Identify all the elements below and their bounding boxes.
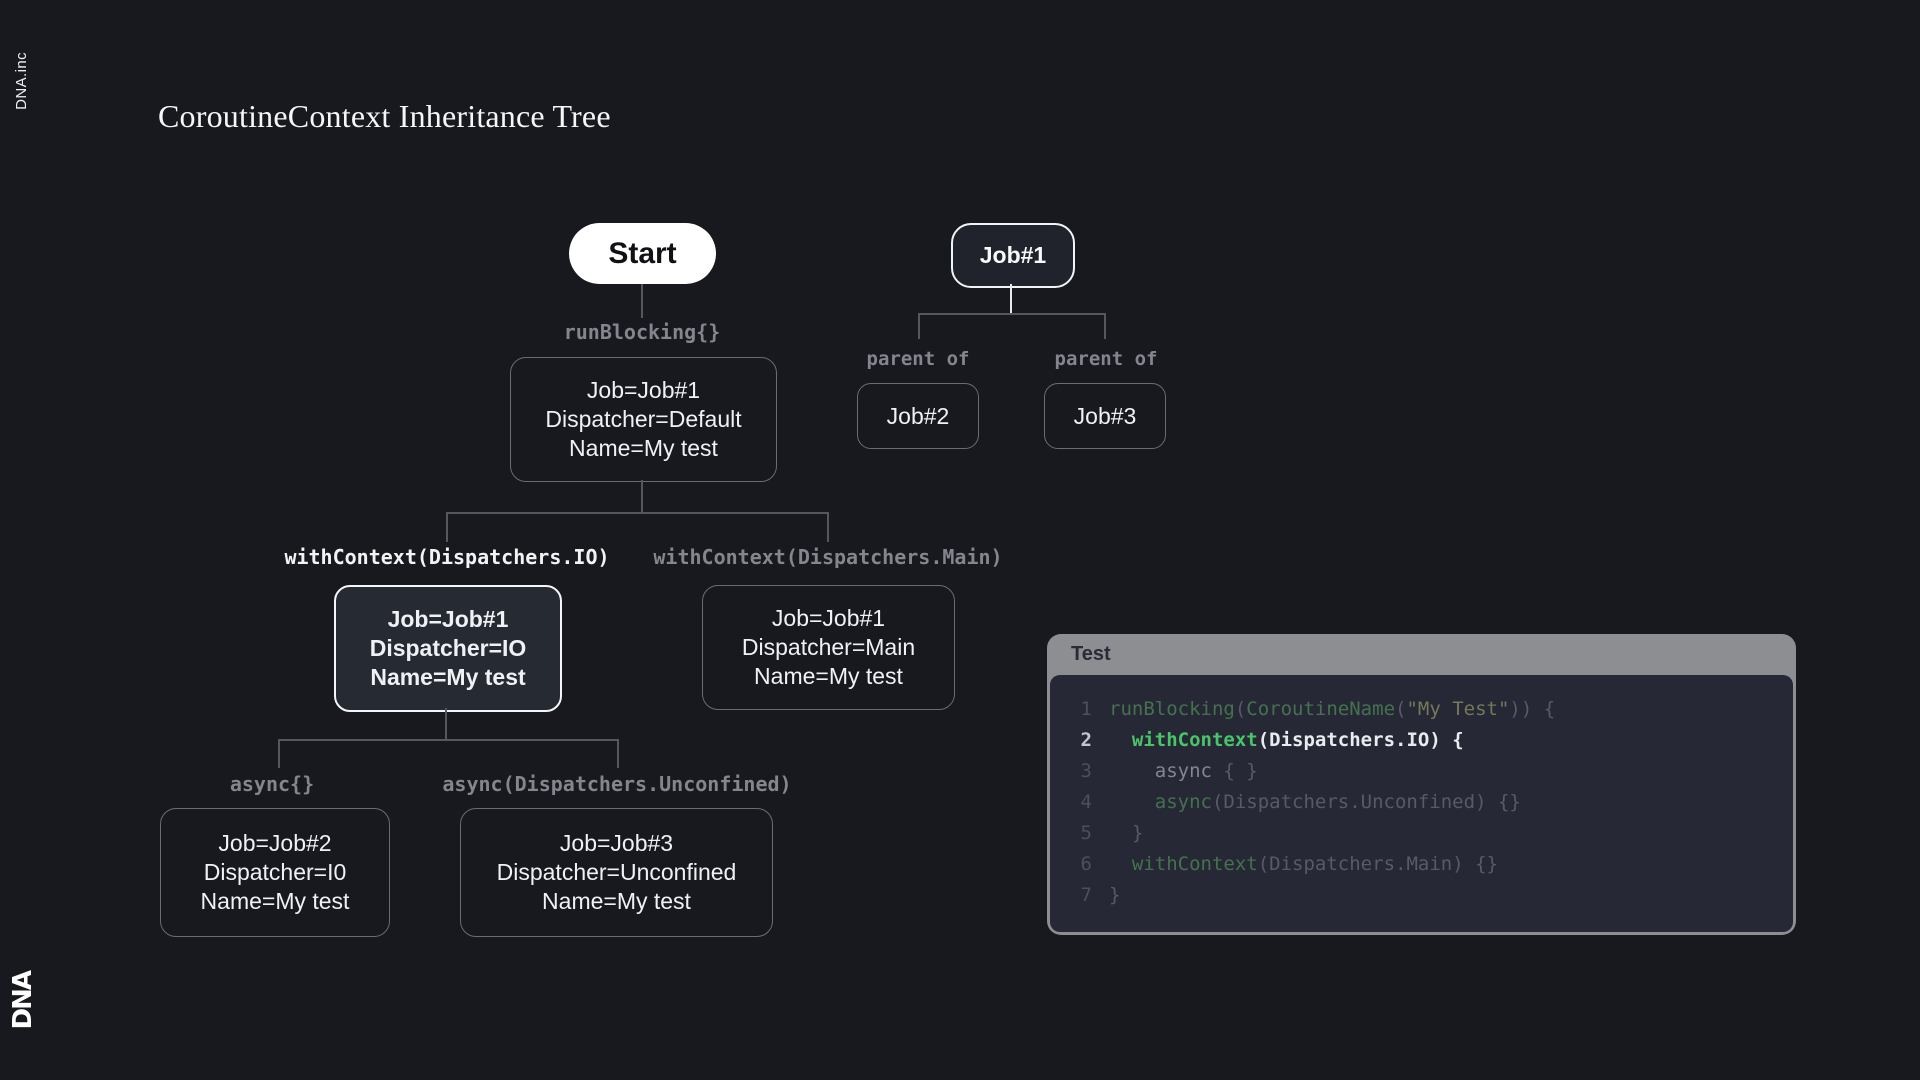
line-number: 3 (1080, 760, 1092, 782)
job2-context-line: Dispatcher=I0 (203, 859, 347, 885)
job3-context-line: Name=My test (542, 888, 691, 914)
job2-node-label: Job#2 (886, 402, 950, 429)
parent-of-right-label: parent of (1054, 348, 1158, 370)
start-node: Start (569, 223, 716, 284)
code-text: } (1131, 822, 1144, 844)
job3-context-line: Dispatcher=Unconfined (496, 859, 737, 885)
job2-node: Job#2 (857, 383, 979, 449)
connector-job1-split (918, 313, 1106, 315)
brand-vertical-text: DNA.inc (13, 52, 30, 110)
main-context-line: Dispatcher=Main (741, 634, 916, 660)
root-context-line: Name=My test (569, 435, 718, 461)
async-label: async{} (229, 772, 315, 796)
line-number: 5 (1080, 822, 1092, 844)
code-line: 1 runBlocking(CoroutineName("My Test")) { (1050, 694, 1793, 725)
brand-logo: DNA (8, 972, 38, 1030)
io-context-line: Name=My test (370, 664, 526, 690)
job3-node-label: Job#3 (1073, 402, 1137, 429)
root-context-line: Dispatcher=Default (545, 406, 742, 432)
code-line: 6 withContext(Dispatchers.Main) {} (1050, 849, 1793, 880)
root-context-box: Job=Job#1 Dispatcher=Default Name=My tes… (510, 357, 777, 482)
code-panel-header: Test (1047, 634, 1796, 675)
job3-context-box: Job=Job#3 Dispatcher=Unconfined Name=My … (460, 808, 773, 937)
job2-context-line: Job=Job#2 (218, 830, 332, 856)
connector-job1-right-stub (1104, 313, 1106, 339)
io-context-line: Job=Job#1 (387, 606, 509, 632)
connector-start-down (641, 284, 643, 318)
job1-node-label: Job#1 (979, 242, 1047, 268)
code-panel: Test 1 runBlocking(CoroutineName("My Test… (1047, 634, 1796, 935)
job2-context-line: Name=My test (200, 888, 350, 914)
line-number: 2 (1080, 729, 1092, 751)
connector-root-left-stub (446, 512, 448, 542)
connector-io-left-stub (278, 739, 280, 768)
code-line: 7} (1050, 880, 1793, 911)
code-line: 5 } (1050, 818, 1793, 849)
connector-job1-down (1010, 284, 1012, 314)
code-text: withContext(Dispatchers.IO) { (1131, 729, 1464, 751)
async-unconfined-label: async(Dispatchers.Unconfined) (442, 772, 792, 796)
code-text: async(Dispatchers.Unconfined) {} (1154, 791, 1521, 813)
page-title: CoroutineContext Inheritance Tree (158, 98, 611, 134)
job3-context-line: Job=Job#3 (559, 830, 674, 856)
code-lines: 1 runBlocking(CoroutineName("My Test")) {… (1050, 694, 1793, 911)
connector-root-split (446, 512, 829, 514)
job2-context-box: Job=Job#2 Dispatcher=I0 Name=My test (160, 808, 390, 937)
code-text: } (1109, 884, 1121, 906)
main-context-line: Name=My test (754, 663, 903, 689)
main-context-line: Job=Job#1 (771, 605, 886, 631)
code-editor: 1 runBlocking(CoroutineName("My Test")) {… (1050, 675, 1793, 932)
runblocking-label: runBlocking{} (563, 320, 721, 344)
connector-io-down (445, 708, 447, 740)
main-context-box: Job=Job#1 Dispatcher=Main Name=My test (702, 585, 955, 710)
job1-node: Job#1 (951, 223, 1075, 288)
code-line: 4 async(Dispatchers.Unconfined) {} (1050, 787, 1793, 818)
code-text: runBlocking(CoroutineName("My Test")) { (1109, 698, 1556, 720)
root-context-line: Job=Job#1 (586, 377, 701, 403)
line-number: 7 (1080, 884, 1092, 906)
withcontext-main-label: withContext(Dispatchers.Main) (653, 545, 1003, 569)
code-panel-title: Test (1071, 643, 1111, 665)
io-context-line: Dispatcher=IO (369, 635, 527, 661)
parent-of-left-label: parent of (866, 348, 970, 370)
connector-root-down (641, 480, 643, 513)
withcontext-io-label: withContext(Dispatchers.IO) (284, 545, 610, 569)
line-number: 1 (1080, 698, 1092, 720)
connector-io-right-stub (617, 739, 619, 768)
line-number: 4 (1080, 791, 1092, 813)
code-line: 3 async { } (1050, 756, 1793, 787)
code-text: async { } (1154, 760, 1258, 782)
job3-node: Job#3 (1044, 383, 1166, 449)
connector-job1-left-stub (918, 313, 920, 339)
line-number: 6 (1080, 853, 1092, 875)
io-context-box: Job=Job#1 Dispatcher=IO Name=My test (334, 585, 562, 712)
connector-io-split (278, 739, 619, 741)
connector-root-right-stub (827, 512, 829, 542)
start-node-label: Start (608, 236, 677, 270)
code-text: withContext(Dispatchers.Main) {} (1131, 853, 1498, 875)
code-line: 2 withContext(Dispatchers.IO) { (1050, 725, 1793, 756)
